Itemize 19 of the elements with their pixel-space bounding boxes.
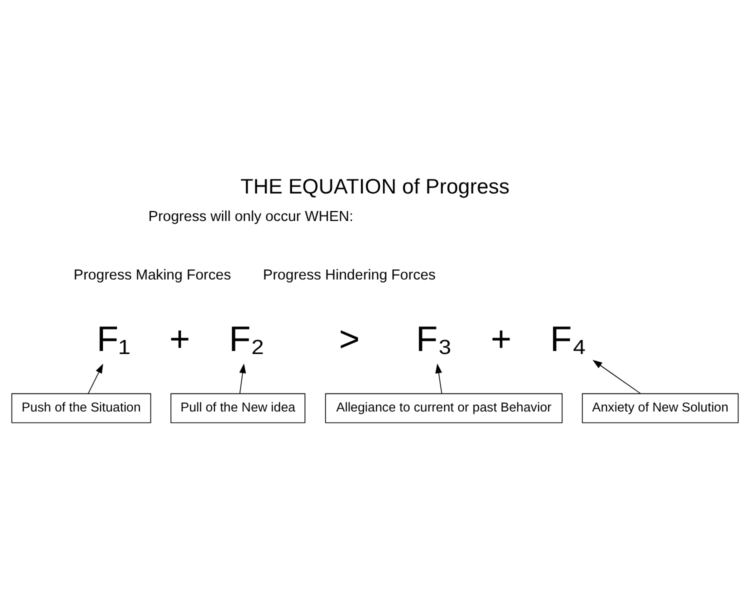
node-box: Push of the Situation <box>11 392 152 423</box>
label: + <box>169 318 190 359</box>
arrow <box>239 362 246 394</box>
label: Progress will only occur WHEN: <box>148 208 354 225</box>
node-text: F₄ <box>550 318 586 359</box>
arrow <box>435 362 442 394</box>
node-text: F₁ <box>96 318 130 359</box>
arrow <box>88 363 104 394</box>
node-text: F₃ <box>416 318 452 359</box>
node-box: Anxiety of New Solution <box>582 392 739 423</box>
node-box: Allegiance to current or past Behavior <box>325 392 563 423</box>
label: Progress Hindering Forces <box>263 266 436 283</box>
label: > <box>338 318 360 359</box>
label: + <box>490 318 512 359</box>
node-text: F₂ <box>229 318 265 359</box>
arrow <box>592 359 641 394</box>
diagram-title: THE EQUATION of Progress <box>240 174 510 198</box>
node-box: Pull of the New idea <box>170 392 306 423</box>
label: Progress Making Forces <box>74 266 231 283</box>
